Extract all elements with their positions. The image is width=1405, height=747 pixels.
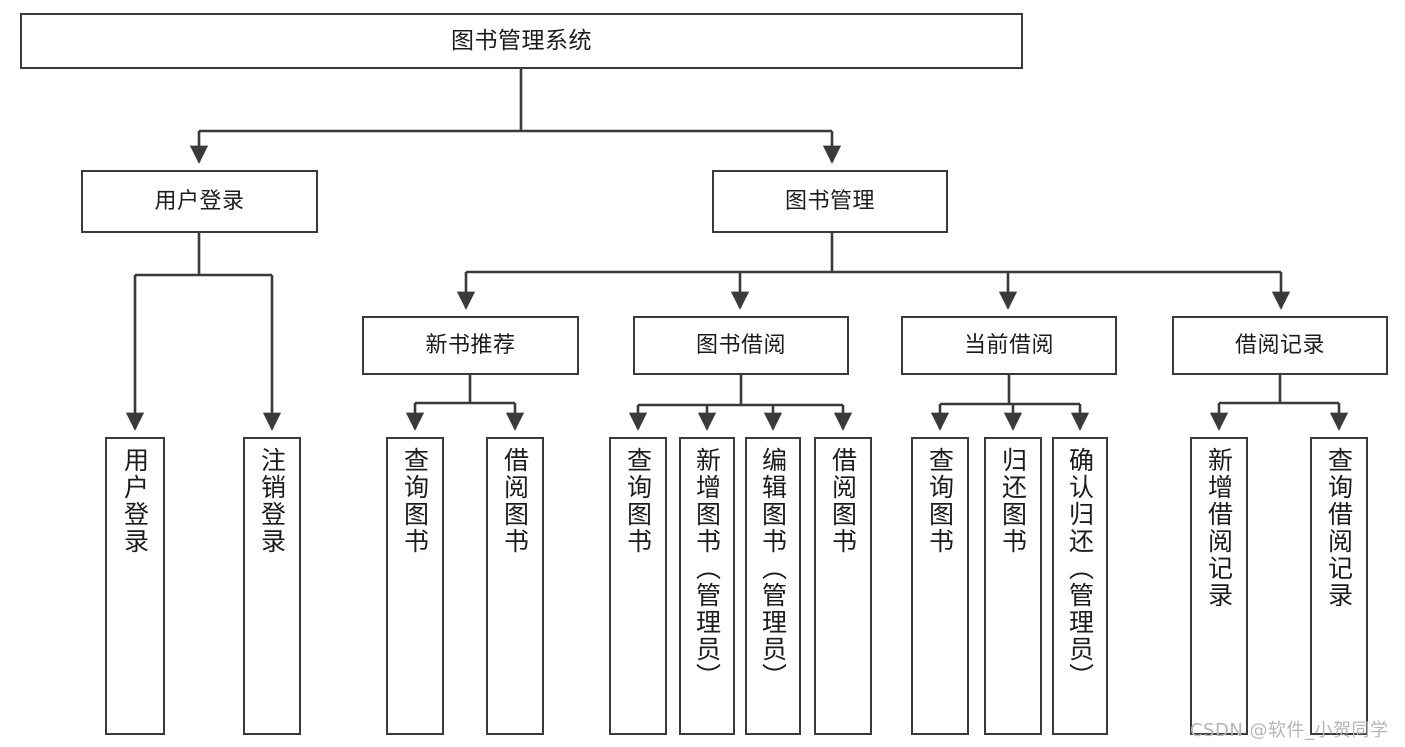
leaf-record-query-record-label: 查询借阅记录: [1324, 447, 1354, 609]
leaf-borrow-add-book-label: 新增图书（管理员）: [692, 447, 722, 690]
leaf-borrow-query-book[interactable]: 查询图书: [609, 437, 667, 735]
leaf-newbook-borrow-book[interactable]: 借阅图书: [486, 437, 544, 735]
node-book-management-label: 图书管理: [784, 188, 875, 214]
node-user-login-label: 用户登录: [154, 188, 245, 214]
node-new-book-recommend-label: 新书推荐: [425, 332, 516, 358]
node-book-management[interactable]: 图书管理: [712, 170, 948, 233]
node-borrow-record-label: 借阅记录: [1234, 332, 1325, 358]
leaf-record-add-record-label: 新增借阅记录: [1204, 447, 1234, 609]
leaf-user-logout[interactable]: 注销登录: [243, 437, 301, 735]
leaf-borrow-add-book[interactable]: 新增图书（管理员）: [679, 437, 735, 735]
leaf-borrow-lend-book[interactable]: 借阅图书: [814, 437, 872, 735]
leaf-newbook-query-book-label: 查询图书: [400, 447, 430, 555]
node-new-book-recommend[interactable]: 新书推荐: [362, 316, 579, 375]
leaf-current-confirm-return-label: 确认归还（管理员）: [1065, 447, 1095, 690]
leaf-current-confirm-return[interactable]: 确认归还（管理员）: [1052, 437, 1108, 735]
node-current-borrow-label: 当前借阅: [963, 332, 1054, 358]
leaf-user-logout-label: 注销登录: [257, 447, 287, 555]
csdn-watermark: CSDN @软件_小贺同学: [1190, 720, 1389, 741]
leaf-current-query-book-label: 查询图书: [925, 447, 955, 555]
leaf-borrow-edit-book-label: 编辑图书（管理员）: [758, 447, 788, 690]
node-borrow-record[interactable]: 借阅记录: [1172, 316, 1388, 375]
leaf-current-query-book[interactable]: 查询图书: [911, 437, 969, 735]
leaf-borrow-lend-book-label: 借阅图书: [828, 447, 858, 555]
leaf-newbook-borrow-book-label: 借阅图书: [500, 447, 530, 555]
node-root-label: 图书管理系统: [451, 27, 592, 54]
leaf-newbook-query-book[interactable]: 查询图书: [386, 437, 444, 735]
node-book-borrow-label: 图书借阅: [695, 332, 786, 358]
leaf-current-return-book-label: 归还图书: [998, 447, 1028, 555]
node-current-borrow[interactable]: 当前借阅: [901, 316, 1117, 375]
node-user-login[interactable]: 用户登录: [81, 170, 318, 233]
leaf-record-add-record[interactable]: 新增借阅记录: [1190, 437, 1248, 735]
leaf-borrow-edit-book[interactable]: 编辑图书（管理员）: [745, 437, 801, 735]
leaf-current-return-book[interactable]: 归还图书: [984, 437, 1042, 735]
leaf-user-login[interactable]: 用户登录: [105, 437, 165, 735]
leaf-borrow-query-book-label: 查询图书: [623, 447, 653, 555]
node-root[interactable]: 图书管理系统: [20, 13, 1023, 69]
leaf-record-query-record[interactable]: 查询借阅记录: [1310, 437, 1368, 735]
leaf-user-login-label: 用户登录: [120, 447, 150, 555]
node-book-borrow[interactable]: 图书借阅: [633, 316, 849, 375]
